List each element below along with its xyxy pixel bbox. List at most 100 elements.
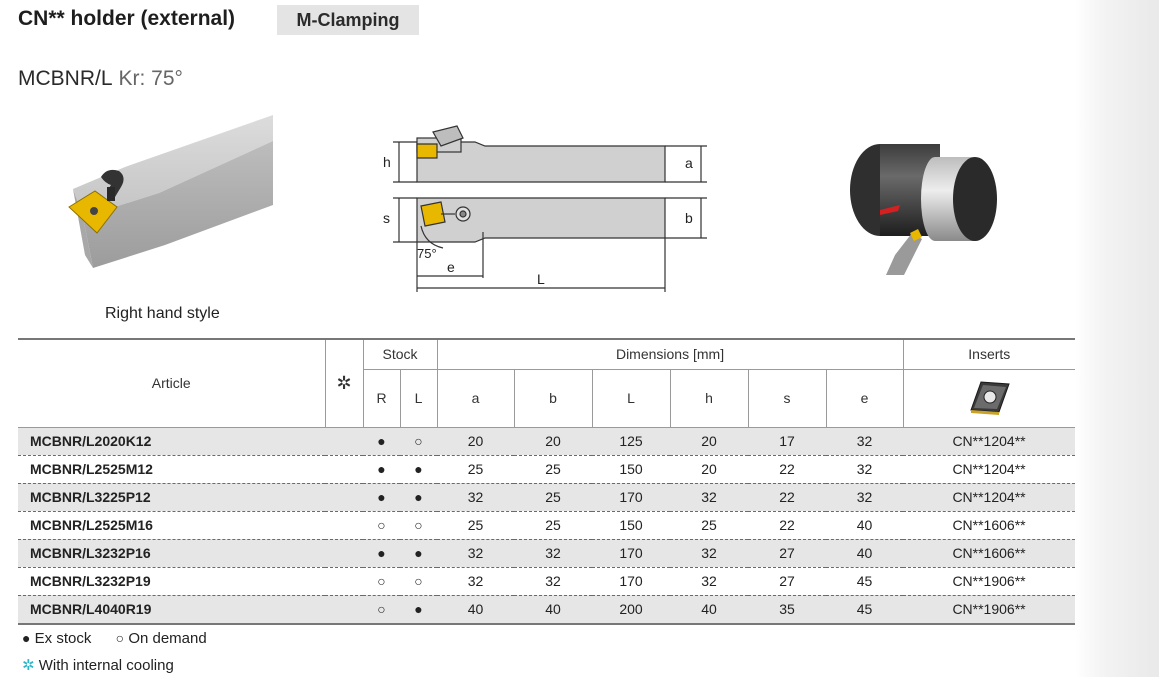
cell-e: 45 bbox=[826, 595, 904, 625]
cell-cooling bbox=[325, 511, 363, 540]
cell-s: 22 bbox=[748, 455, 827, 484]
cell-e: 32 bbox=[826, 427, 904, 456]
cell-L: 170 bbox=[592, 483, 671, 512]
cell-h: 20 bbox=[670, 427, 749, 456]
col-stock: Stock bbox=[362, 338, 438, 370]
col-article: Article bbox=[18, 338, 326, 428]
cell-article: MCBNR/L2525M16 bbox=[18, 511, 325, 540]
cell-r: ○ bbox=[363, 595, 400, 625]
col-s: s bbox=[747, 368, 827, 428]
cell-cooling bbox=[325, 567, 363, 596]
cell-cooling bbox=[325, 595, 363, 625]
cell-l: ● bbox=[400, 455, 438, 484]
dimension-drawing: h s a b 75° e L bbox=[383, 125, 707, 292]
cell-h: 32 bbox=[670, 483, 749, 512]
cell-b: 40 bbox=[514, 595, 593, 625]
cell-article: MCBNR/L3232P19 bbox=[18, 567, 325, 596]
cell-s: 22 bbox=[748, 511, 827, 540]
cell-L: 150 bbox=[592, 455, 671, 484]
insert-icon bbox=[910, 229, 922, 241]
page-edge-shadow bbox=[1075, 0, 1159, 677]
cell-r: ● bbox=[363, 427, 400, 456]
cell-article: MCBNR/L2020K12 bbox=[18, 427, 325, 456]
cell-h: 32 bbox=[670, 539, 749, 568]
col-a: a bbox=[436, 368, 515, 428]
col-dimensions: Dimensions [mm] bbox=[436, 338, 904, 370]
cell-h: 25 bbox=[670, 511, 749, 540]
cell-b: 32 bbox=[514, 539, 593, 568]
cell-l: ○ bbox=[400, 511, 438, 540]
cell-r: ○ bbox=[363, 511, 400, 540]
cell-a: 25 bbox=[437, 511, 515, 540]
dim-b-label: b bbox=[685, 210, 693, 226]
cell-b: 25 bbox=[514, 455, 593, 484]
cell-e: 40 bbox=[826, 539, 904, 568]
spec-table: Article ✲ Stock Dimensions [mm] Inserts … bbox=[18, 338, 1076, 625]
dim-angle-label: 75° bbox=[417, 246, 437, 261]
cell-l: ○ bbox=[400, 567, 438, 596]
on-demand-label: On demand bbox=[128, 630, 207, 647]
insert-icon bbox=[416, 143, 438, 159]
dim-e-label: e bbox=[447, 259, 455, 275]
insert-icon bbox=[970, 380, 1010, 415]
cell-b: 25 bbox=[514, 483, 593, 512]
cell-a: 32 bbox=[437, 539, 515, 568]
cell-h: 20 bbox=[670, 455, 749, 484]
col-L: L bbox=[591, 368, 671, 428]
col-e: e bbox=[825, 368, 904, 428]
col-stock-r: R bbox=[362, 368, 401, 428]
ex-stock-symbol: ● bbox=[22, 630, 31, 646]
figure-caption: Right hand style bbox=[105, 305, 220, 322]
cell-s: 22 bbox=[748, 483, 827, 512]
clamping-badge: M-Clamping bbox=[277, 5, 419, 35]
cell-cooling bbox=[325, 539, 363, 568]
cell-a: 40 bbox=[437, 595, 515, 625]
cell-insert: CN**1204** bbox=[903, 427, 1076, 456]
cell-b: 20 bbox=[514, 427, 593, 456]
cell-insert: CN**1606** bbox=[903, 539, 1076, 568]
cell-insert: CN**1204** bbox=[903, 455, 1076, 484]
col-h: h bbox=[669, 368, 749, 428]
on-demand-symbol: ○ bbox=[115, 630, 125, 646]
workpiece-illustration bbox=[850, 144, 997, 275]
product-angle: Kr: 75° bbox=[118, 67, 183, 90]
dim-s-label: s bbox=[383, 210, 390, 226]
product-model: MCBNR/L bbox=[18, 67, 113, 90]
cell-h: 40 bbox=[670, 595, 749, 625]
cell-l: ● bbox=[400, 483, 438, 512]
cell-r: ● bbox=[363, 539, 400, 568]
col-inserts: Inserts bbox=[902, 338, 1076, 370]
cell-a: 32 bbox=[437, 483, 515, 512]
dim-L-label: L bbox=[537, 271, 545, 287]
cell-article: MCBNR/L2525M12 bbox=[18, 455, 325, 484]
cell-a: 32 bbox=[437, 567, 515, 596]
cell-L: 200 bbox=[592, 595, 671, 625]
cell-h: 32 bbox=[670, 567, 749, 596]
cell-e: 45 bbox=[826, 567, 904, 596]
cell-cooling bbox=[325, 455, 363, 484]
cell-insert: CN**1906** bbox=[903, 595, 1076, 625]
cell-l: ● bbox=[400, 595, 438, 625]
clamp-icon bbox=[101, 169, 124, 197]
legend-stock: ● Ex stock ○ On demand bbox=[22, 630, 207, 647]
cell-e: 32 bbox=[826, 483, 904, 512]
cell-article: MCBNR/L3232P16 bbox=[18, 539, 325, 568]
cell-L: 170 bbox=[592, 567, 671, 596]
cell-cooling bbox=[325, 427, 363, 456]
page-title: CN** holder (external) bbox=[18, 7, 236, 30]
cell-e: 32 bbox=[826, 455, 904, 484]
cell-b: 25 bbox=[514, 511, 593, 540]
cell-insert: CN**1606** bbox=[903, 511, 1076, 540]
cell-s: 27 bbox=[748, 567, 827, 596]
dim-h-label: h bbox=[383, 154, 391, 170]
cell-a: 25 bbox=[437, 455, 515, 484]
cell-r: ● bbox=[363, 455, 400, 484]
cell-insert: CN**1204** bbox=[903, 483, 1076, 512]
col-b: b bbox=[513, 368, 593, 428]
